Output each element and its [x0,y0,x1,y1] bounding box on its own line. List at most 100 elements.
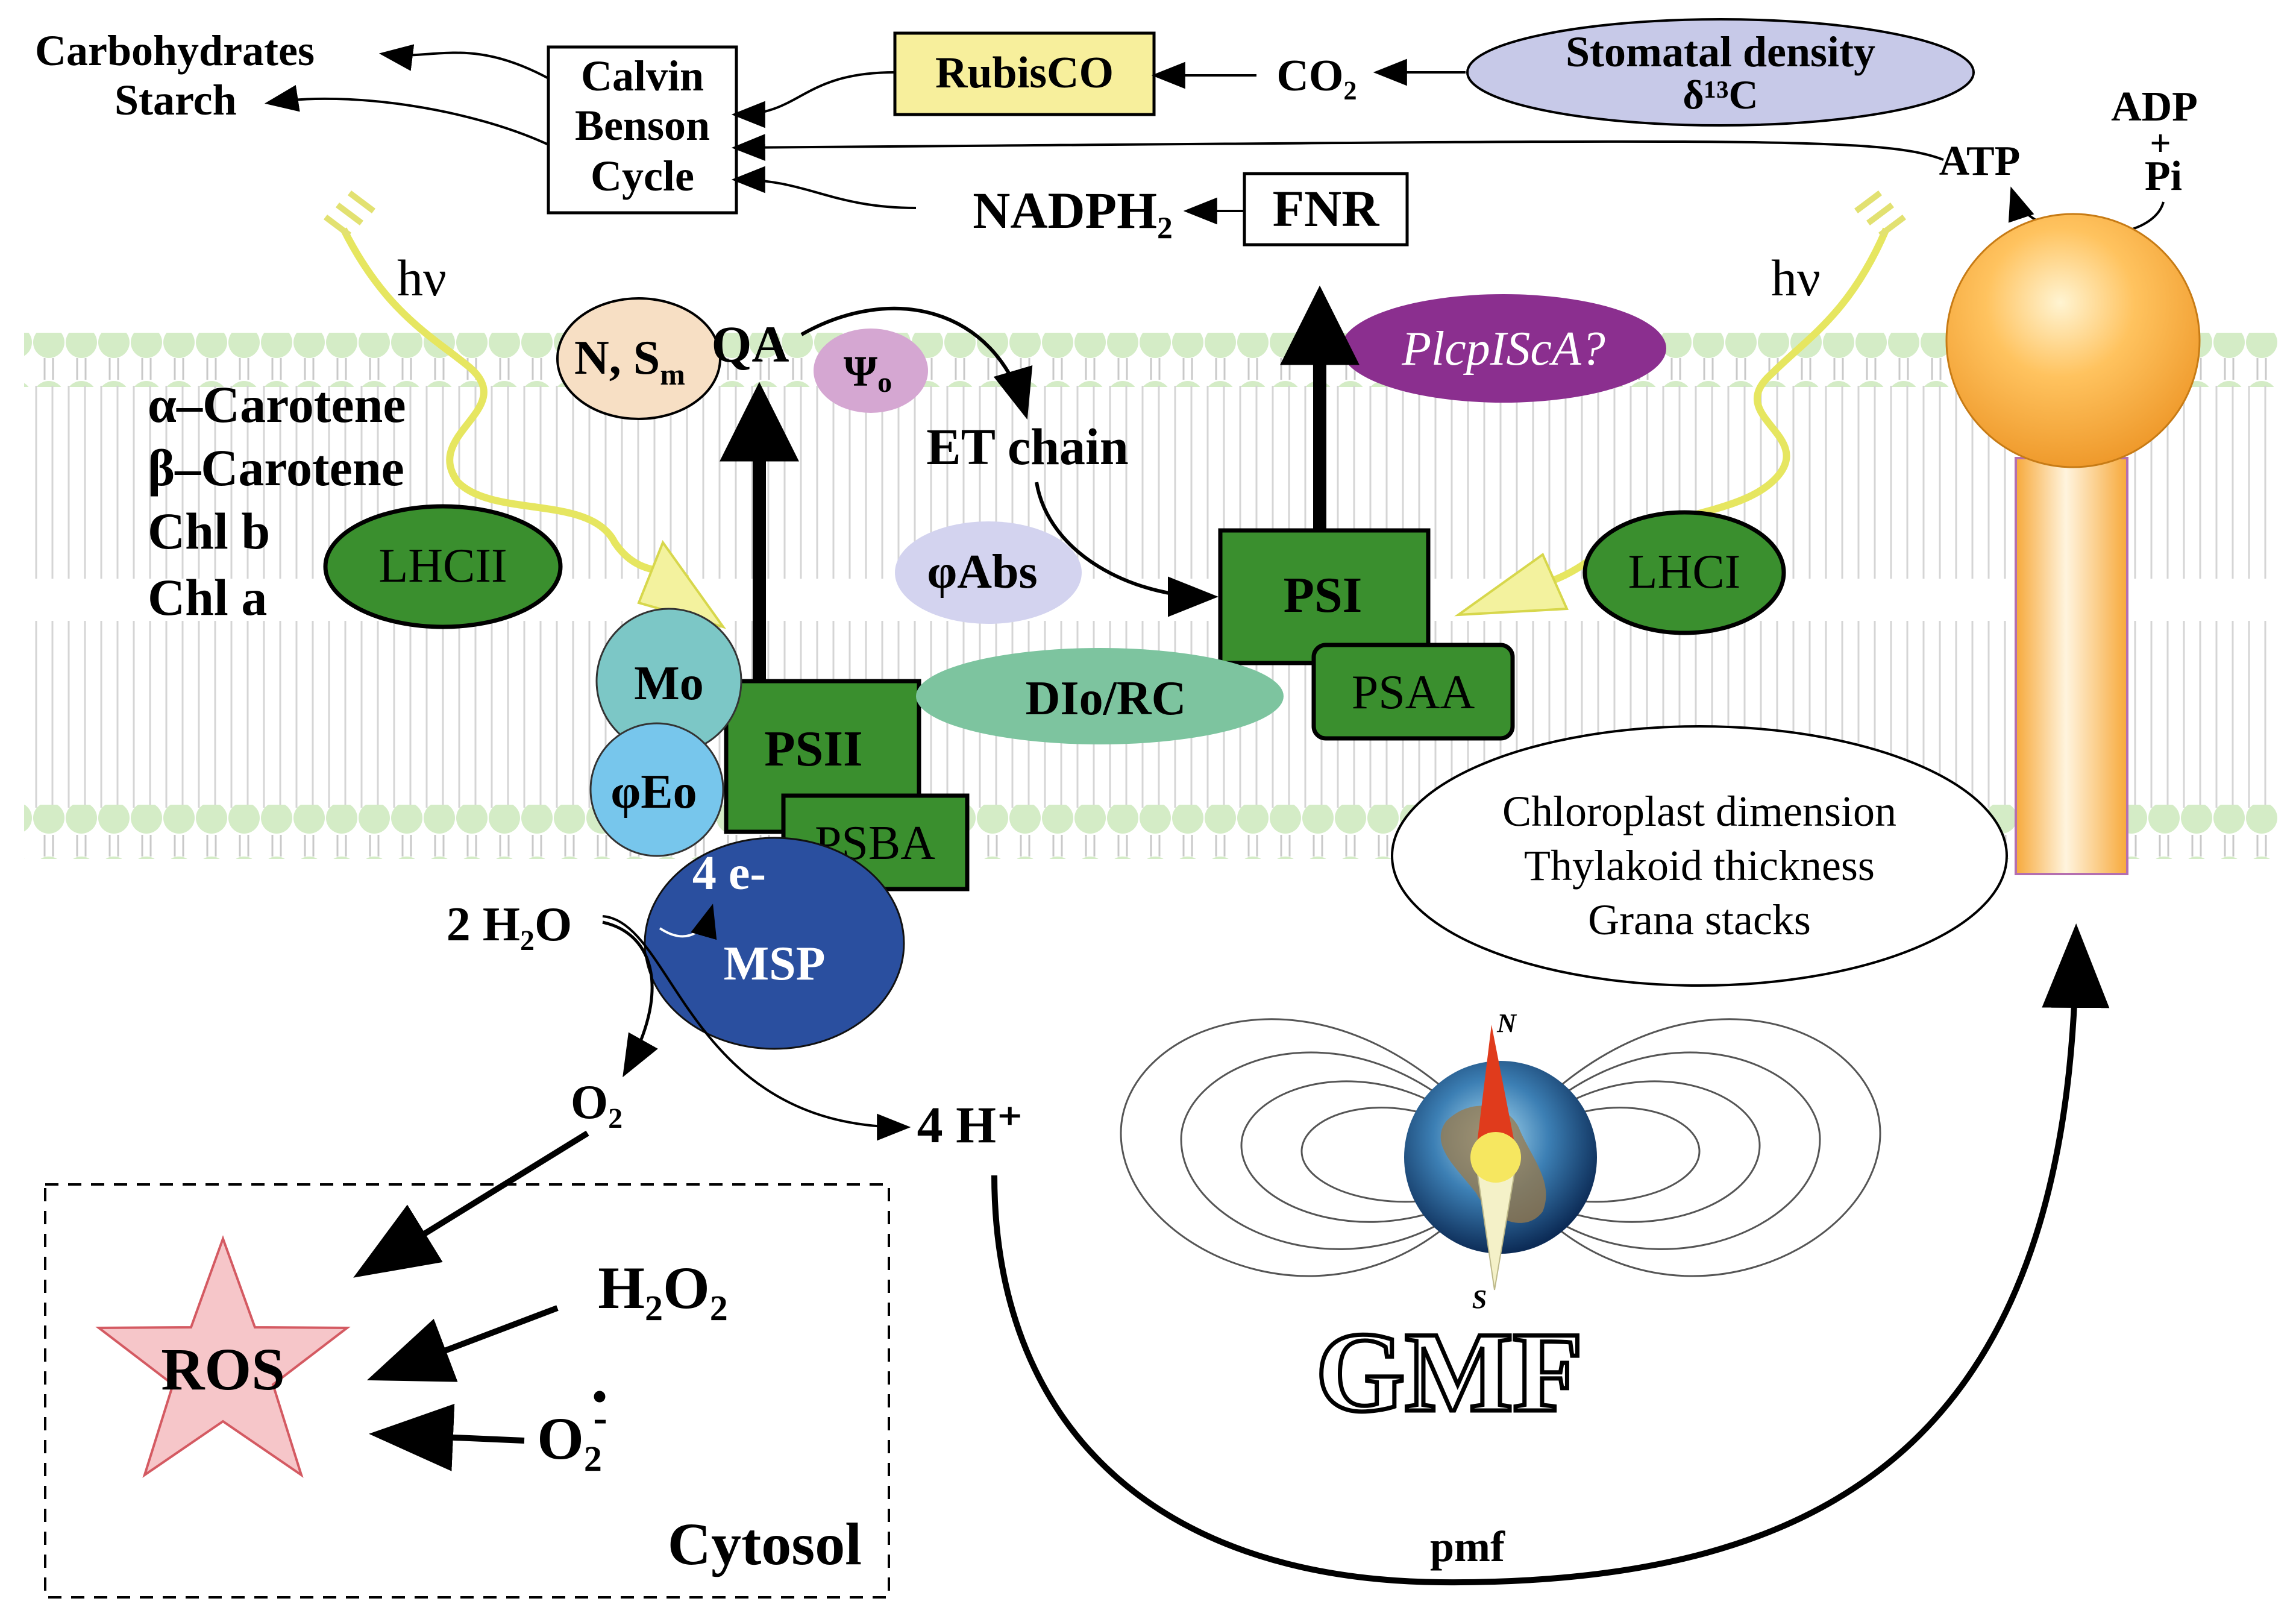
field-line [1300,1107,1495,1203]
psi0-label: Ψo [844,347,892,398]
chl-a-label: Chl a [148,568,267,626]
field-line [1505,1018,1881,1277]
light-input-left: hν [324,190,726,629]
field-line [1505,1051,1821,1250]
top-pathway: Carbohydrates Starch Calvin Benson Cycle… [35,18,2198,247]
arrow-water-to-protons [602,915,911,1141]
stomatal-density-ellipse [1466,18,1975,127]
pi-label: Pi [2145,153,2182,200]
arrow-h2o2-to-ros [366,1305,559,1382]
cytosol-label: Cytosol [668,1511,862,1577]
phiabs-ellipse [895,521,1082,624]
fnr-box [1243,172,1409,247]
m0-label: Mo [634,657,704,710]
compass-s-label: S [1472,1284,1487,1314]
beta-carotene-label: β–Carotene [148,439,404,497]
arrow-calvin-to-carbohydrates [378,44,549,80]
arrow-superoxide-to-ros [369,1403,525,1471]
cytosol-box [44,1183,890,1599]
pmf-label: pmf [1430,1523,1505,1571]
psaa-label: PSAA [1352,666,1475,719]
field-line [1120,1018,1496,1277]
lhcii-label: LHCII [378,539,507,593]
psaa-box [1311,643,1515,741]
nadph-label: NADPH₂ [973,181,1173,239]
hv-right-label: hν [1771,249,1821,307]
qa-label: QA [712,315,789,373]
light-feather-left [324,190,375,237]
stomatal-density-label: Stomatal density [1566,28,1875,76]
chloroplast-ellipse [1391,725,2008,987]
grana-stacks-label: Grana stacks [1588,896,1811,944]
adp-label: ADP [2111,84,2198,130]
lhci-ellipse [1582,510,1786,635]
geomagnetic-field [1120,1018,1881,1277]
h2o2-label: H₂O₂ [598,1254,728,1321]
phie0-circle [589,722,724,857]
hv-left-label: hν [397,249,447,307]
di0rc-ellipse [916,648,1284,744]
carbohydrates-label: Carbohydrates [35,27,315,75]
atp-synthase [1945,213,2201,875]
pmf-arrow [991,923,2110,1586]
atp-synthase-head [1945,213,2201,468]
arrow-qa-to-et-chain [800,306,1033,420]
chl-b-label: Chl b [148,502,270,560]
compass-n-label: N [1496,1008,1517,1038]
field-line [1180,1051,1496,1250]
msp-label: MSP [724,937,826,990]
di0rc-label: DIo/RC [1026,672,1187,725]
phie0-label: φEo [610,766,697,819]
arrow-et-chain-to-psi [1035,482,1219,617]
arrow-rubisco-to-calvin [731,71,896,128]
arrow-water-to-msp [659,904,717,940]
chloroplast-dimension-label: Chloroplast dimension [1502,787,1896,835]
phiabs-label: φAbs [927,546,1037,599]
atp-synthase-stalk [2015,457,2128,875]
calvin-cycle-box [547,45,738,215]
psi-label: PSI [1284,567,1363,623]
superoxide-label: O₂ [537,1405,602,1472]
msp-electrons-label: 4 e- [692,847,766,900]
ros-star [95,1235,351,1478]
o2-label: O₂ [571,1076,623,1129]
field-line [1505,1080,1761,1223]
arrow-o2-to-ros [353,1130,589,1278]
fnr-label: FNR [1273,180,1380,237]
lhcii-ellipse [323,504,563,629]
alpha-carotene-label: α–Carotene [148,376,406,433]
light-arrowhead-right [1454,552,1569,617]
rubisco-label: RubisCO [935,48,1114,98]
atp-label: ATP [1939,138,2021,184]
n-sm-label: N, Sm [574,332,685,391]
n-sm-ellipse [556,297,721,420]
arrow-nadph-to-calvin [731,166,917,209]
arrow-calvin-to-starch [264,85,549,146]
light-input-right: hν [1454,190,1906,617]
compass-center [1470,1132,1521,1183]
calvin-line-3: Cycle [591,152,694,200]
psi0-ellipse [814,329,928,413]
plcpisca-ellipse [1341,294,1666,403]
field-line [1506,1107,1701,1203]
protons-label: 4 H⁺ [917,1096,1024,1154]
d13c-label: δ¹³C [1683,72,1758,118]
ros-label: ROS [161,1336,285,1403]
light-feather-right [1854,190,1906,237]
plus-label: + [2150,123,2171,164]
plcpisca-label: PlcpIScA? [1401,322,1605,376]
arrow-water-to-o2 [602,920,658,1078]
calvin-line-2: Benson [575,101,710,149]
arrow-atp-to-calvin [731,134,1944,162]
thylakoid-thickness-label: Thylakoid thickness [1524,841,1875,890]
calvin-line-1: Calvin [581,52,704,100]
starch-label: Starch [114,76,237,124]
superoxide-charge: - [593,1395,607,1441]
water-label: 2 H₂O [447,898,572,951]
superoxide-dot: • [592,1374,607,1420]
pigments: α–Carotene β–Carotene Chl b Chl a [148,376,406,626]
light-wavy-left [340,227,689,582]
psii-label: PSII [764,721,862,777]
field-line [1240,1080,1496,1223]
psi-box [1218,528,1431,665]
